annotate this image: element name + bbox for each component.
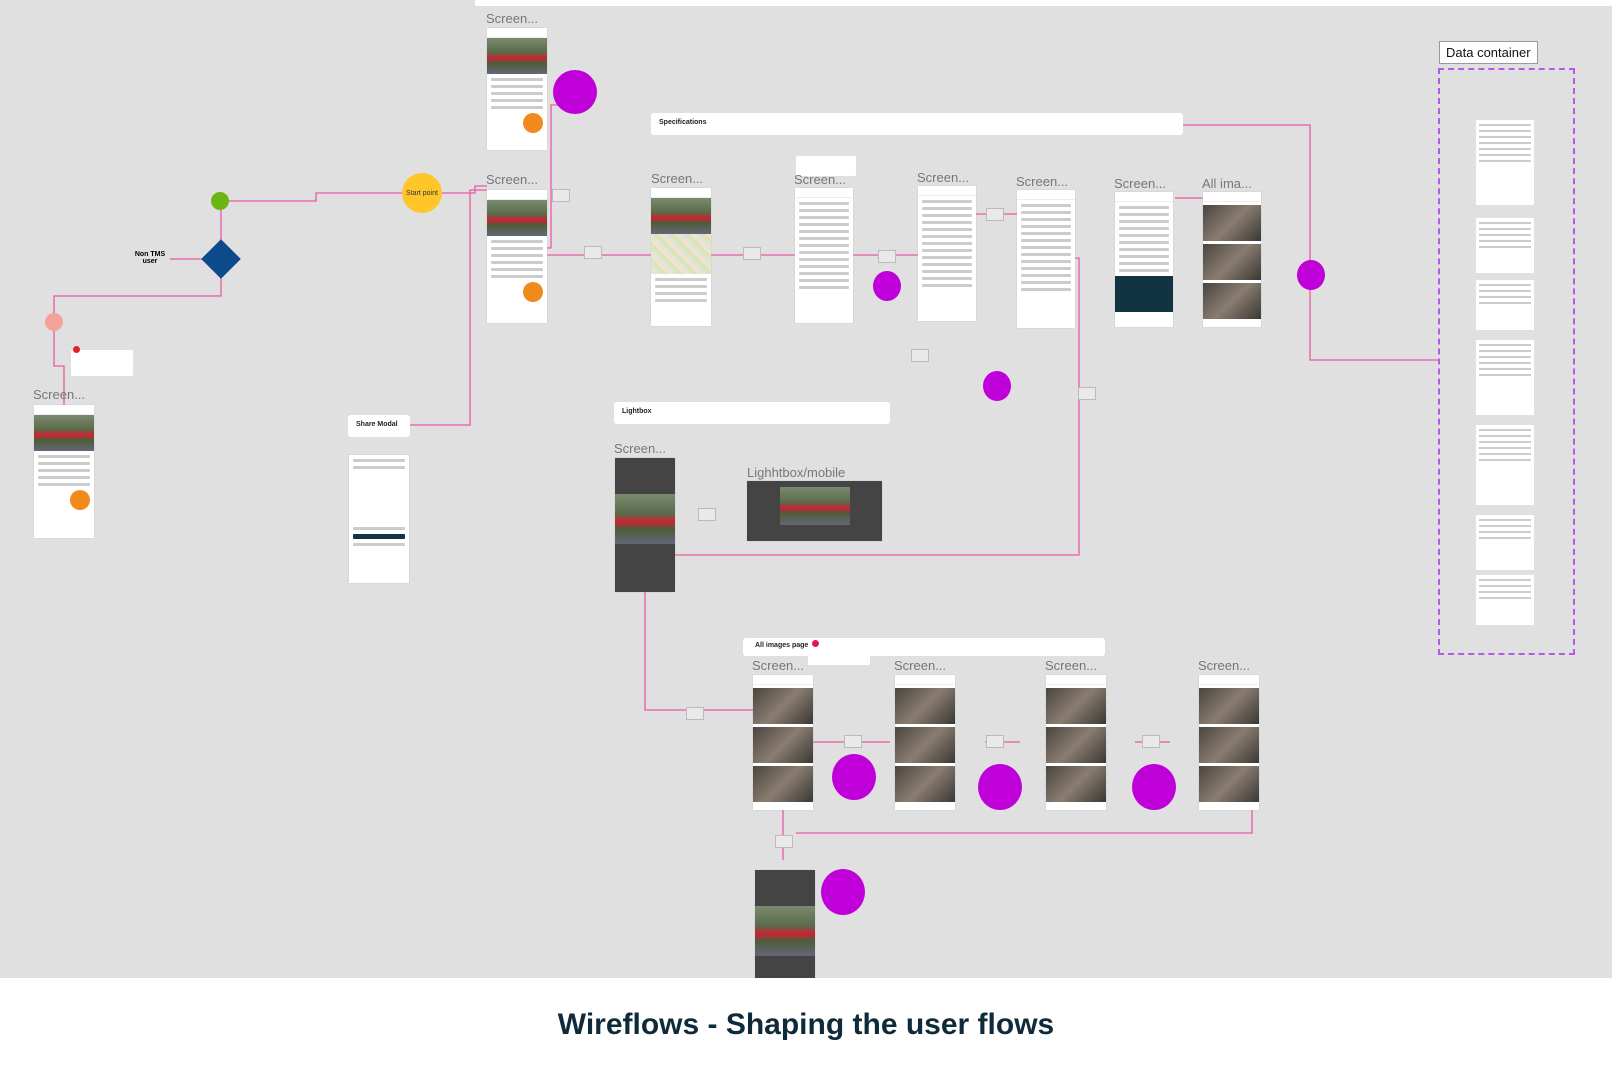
screen-mockup[interactable]	[651, 188, 711, 326]
annotation-circle	[1297, 260, 1325, 290]
comment-pin-icon	[812, 640, 819, 647]
start-point-node: Start point	[402, 173, 442, 213]
gesture-tag	[844, 735, 862, 748]
gesture-tag	[775, 835, 793, 848]
all-images-label: All ima...	[1202, 176, 1252, 191]
screen-label: Screen...	[752, 658, 805, 673]
screen-label: Screen...	[917, 170, 970, 185]
gesture-tag	[986, 208, 1004, 221]
share-modal-mockup[interactable]	[349, 455, 409, 583]
gesture-tag	[686, 707, 704, 720]
annotation-circle	[821, 869, 865, 915]
screen-label: Screen...	[1045, 658, 1098, 673]
comment-note	[808, 645, 870, 665]
annotation-circle	[553, 70, 597, 114]
screen-label: Screen...	[486, 11, 539, 26]
annotation-circle	[983, 371, 1011, 401]
top-bar	[475, 0, 1612, 6]
screen-label: Screen...	[1114, 176, 1167, 191]
lightbox-screen-mockup[interactable]	[615, 458, 675, 592]
gesture-tag	[878, 250, 896, 263]
data-card	[1476, 340, 1534, 415]
section-lightbox: Lightbox	[614, 402, 890, 424]
gesture-tag	[1078, 387, 1096, 400]
yes-node	[211, 192, 229, 210]
gesture-tag	[743, 247, 761, 260]
screen-mockup[interactable]	[895, 675, 955, 810]
data-card	[1476, 575, 1534, 625]
section-share-modal: Share Modal	[348, 415, 410, 437]
data-container-frame	[1438, 68, 1575, 655]
screen-mockup[interactable]	[795, 188, 853, 323]
gesture-tag	[584, 246, 602, 259]
section-specifications: Specifications	[651, 113, 1183, 135]
data-container-label: Data container	[1439, 41, 1538, 64]
data-card	[1476, 218, 1534, 273]
annotation-circle	[978, 764, 1022, 810]
annotation-circle	[832, 754, 876, 800]
screen-mockup[interactable]	[1046, 675, 1106, 810]
screen-mockup[interactable]	[918, 186, 976, 321]
gesture-tag	[552, 189, 570, 202]
comment-note	[796, 156, 856, 176]
gesture-tag	[911, 349, 929, 362]
comment-note	[71, 350, 133, 376]
data-card	[1476, 120, 1534, 205]
data-card	[1476, 425, 1534, 505]
screen-label: Screen...	[794, 172, 847, 187]
gesture-tag	[1142, 735, 1160, 748]
data-card	[1476, 515, 1534, 570]
non-tms-user-label: Non TMS user	[134, 251, 166, 265]
gesture-tag	[986, 735, 1004, 748]
screen-mockup[interactable]	[1017, 190, 1075, 328]
screen-label: Screen...	[614, 441, 667, 456]
screen-label: Screen...	[1016, 174, 1069, 189]
screen-mockup[interactable]	[487, 190, 547, 323]
screen-mockup[interactable]	[753, 675, 813, 810]
screen-label: Screen...	[33, 387, 86, 402]
comment-pin-icon	[73, 346, 80, 353]
gesture-tag	[698, 508, 716, 521]
screen-mockup[interactable]	[1203, 192, 1261, 327]
screen-mockup[interactable]	[1115, 192, 1173, 327]
annotation-circle	[873, 271, 901, 301]
data-card	[1476, 280, 1534, 330]
annotation-circle	[1132, 764, 1176, 810]
page-caption: Wireflows - Shaping the user flows	[557, 1008, 1055, 1041]
screen-label: Screen...	[486, 172, 539, 187]
section-all-images-page: All images page	[743, 638, 1105, 656]
no-node	[45, 313, 63, 331]
screen-mockup[interactable]	[487, 28, 547, 150]
screen-label: Screen...	[1198, 658, 1251, 673]
lightbox-desktop-mockup[interactable]	[747, 481, 882, 541]
lightbox-mobile-label: Lighhtbox/mobile	[747, 465, 846, 480]
caption-band	[0, 978, 1612, 1075]
lightbox-screen-mockup[interactable]	[755, 870, 815, 978]
screen-mockup[interactable]	[1199, 675, 1259, 810]
screen-mockup[interactable]	[34, 405, 94, 538]
screen-label: Screen...	[651, 171, 704, 186]
screen-label: Screen...	[894, 658, 947, 673]
